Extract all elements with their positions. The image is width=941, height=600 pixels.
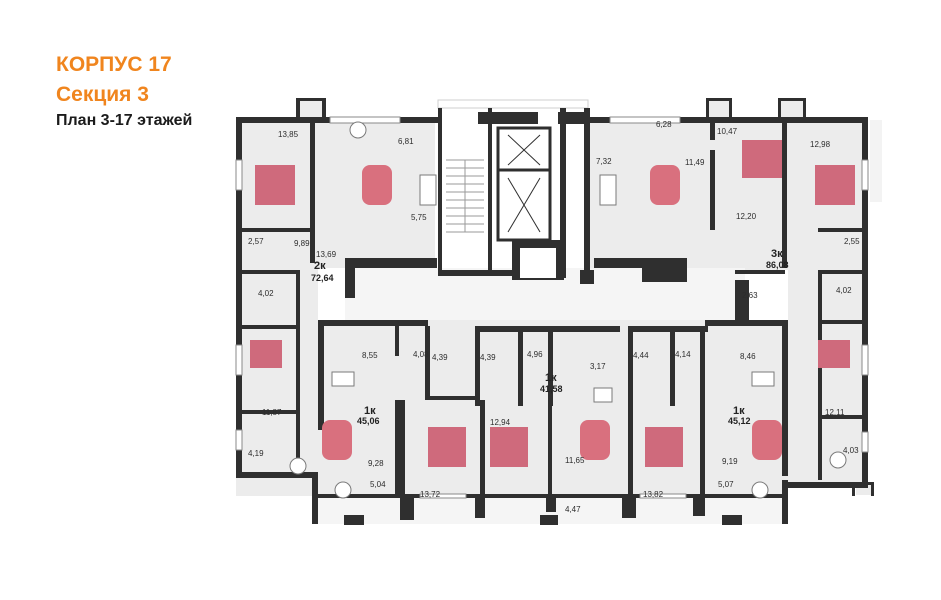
room-area: 8,55 — [362, 351, 378, 360]
room-area: 5,04 — [370, 480, 386, 489]
room-area: 12,94 — [490, 418, 511, 427]
apartment-type: 3к — [771, 248, 783, 260]
room-area: 12,98 — [810, 140, 831, 149]
apartment-area: 45,12 — [728, 416, 751, 426]
room-area: 2,57 — [248, 237, 264, 246]
room-area: 6,28 — [656, 120, 672, 129]
apartment-type: 1к — [545, 372, 557, 384]
tables — [289, 121, 847, 499]
room-area: 11,65 — [565, 456, 585, 465]
room-area: 4,03 — [843, 446, 859, 455]
room-area: 10,47 — [717, 127, 738, 136]
beds — [250, 140, 855, 467]
apartment-type: 2к — [314, 260, 326, 272]
room-area: 2,55 — [844, 237, 860, 246]
floors-subtitle: План 3-17 этажей — [56, 112, 193, 129]
room-area: 9,19 — [722, 457, 738, 466]
room-area: 12,20 — [736, 212, 757, 221]
section-title: Секция 3 — [56, 83, 149, 106]
apartment-area: 45,06 — [357, 416, 380, 426]
building-core — [437, 99, 594, 284]
inner-walls — [240, 120, 862, 494]
room-area: 4,44 — [633, 351, 649, 360]
room-area: 8,46 — [740, 352, 756, 361]
room-area: 4,39 — [432, 353, 448, 362]
room-area: 4,19 — [248, 449, 264, 458]
room-area: 4,14 — [675, 350, 691, 359]
room-area: 4,08 — [413, 350, 429, 359]
sofas — [322, 165, 782, 460]
room-area: 4,39 — [480, 353, 496, 362]
apartment-area: 72,64 — [311, 273, 334, 283]
room-area: 4,96 — [527, 350, 543, 359]
room-areas: 13,85 6,81 13,69 5,75 2,57 9,89 4,02 8,5… — [248, 120, 860, 514]
room-area: 11,49 — [685, 158, 705, 167]
room-area: 9,28 — [368, 459, 384, 468]
room-area: 11,87 — [262, 408, 282, 417]
room-area: 4,02 — [258, 289, 274, 298]
room-area: 12,11 — [825, 408, 845, 417]
room-area: 6,81 — [398, 137, 414, 146]
building-title: КОРПУС 17 — [56, 53, 172, 76]
room-area: 7,32 — [596, 157, 612, 166]
room-area: 5,75 — [411, 213, 427, 222]
room-area: 9,89 — [294, 239, 310, 248]
apartment-labels: 2к 72,64 3к 86,08 1к 45,06 1к 41,58 1к 4… — [311, 248, 789, 426]
windows — [235, 116, 869, 499]
room-area: 13,82 — [643, 490, 664, 499]
apartment-area: 41,58 — [540, 384, 563, 394]
apartment-type: 1к — [364, 405, 376, 417]
room-area: 13,85 — [278, 130, 299, 139]
room-area: 2,63 — [742, 291, 758, 300]
room-area: 5,07 — [718, 480, 734, 489]
apartment-area: 86,08 — [766, 260, 789, 270]
room-area: 13,72 — [420, 490, 441, 499]
room-area: 4,47 — [565, 505, 581, 514]
room-area: 13,69 — [316, 250, 337, 259]
room-area: 4,02 — [836, 286, 852, 295]
apartment-type: 1к — [733, 405, 745, 417]
room-area: 3,17 — [590, 362, 606, 371]
